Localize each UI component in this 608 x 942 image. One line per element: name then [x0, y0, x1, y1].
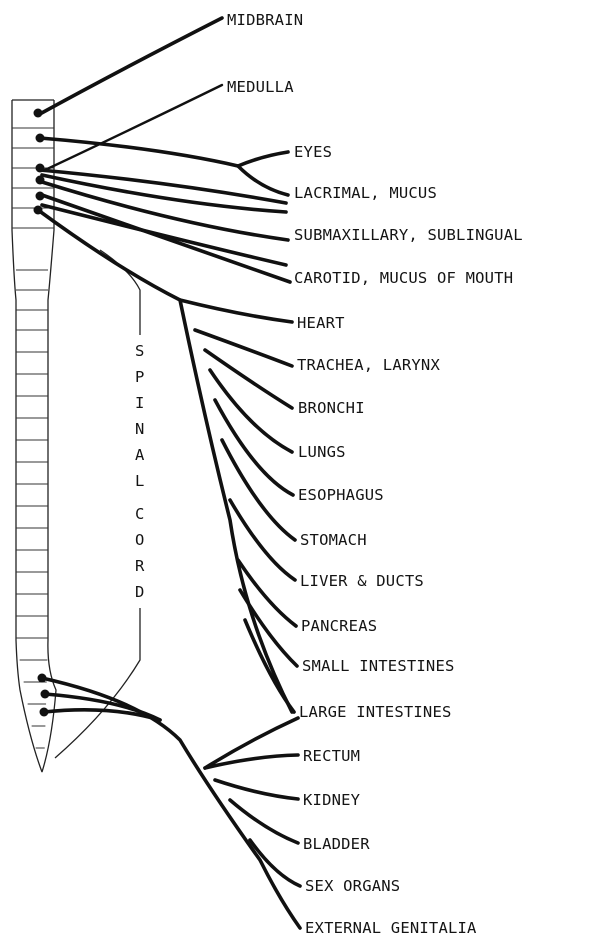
cord-letter: C — [135, 505, 145, 523]
target-heart: HEART — [297, 314, 345, 332]
target-stomach: STOMACH — [300, 531, 367, 549]
cord-letter: L — [135, 472, 145, 490]
target-external-genitalia: EXTERNAL GENITALIA — [305, 919, 477, 937]
nerve-kidney — [215, 780, 298, 799]
nerve-bladder — [230, 800, 298, 843]
target-rectum: RECTUM — [303, 747, 360, 765]
nerve-sex-organs — [250, 840, 300, 886]
nerve-eyes — [40, 138, 288, 166]
target-bronchi: BRONCHI — [298, 399, 365, 417]
nerve-origin-dot — [36, 192, 45, 201]
cord-letter: S — [135, 342, 145, 360]
nerve-submax-2 — [42, 182, 288, 240]
nerve-origin-dot — [40, 708, 49, 717]
nerve-origin-dot — [34, 206, 43, 215]
nerve-sacral-1 — [42, 678, 300, 928]
nerve-heart — [180, 300, 292, 322]
target-esophagus: ESOPHAGUS — [298, 486, 384, 504]
spinal-cord-outline — [12, 100, 56, 772]
target-lacrimal: LACRIMAL, MUCUS — [294, 184, 437, 202]
target-bladder: BLADDER — [303, 835, 370, 853]
nerve-origin-dot — [36, 164, 45, 173]
nerve-fibers — [34, 18, 301, 928]
nerve-origin-dot — [36, 134, 45, 143]
cord-letter: P — [135, 368, 145, 386]
target-kidney: KIDNEY — [303, 791, 361, 809]
cord-leader-upper — [100, 250, 140, 335]
target-submaxillary: SUBMAXILLARY, SUBLINGUAL — [294, 226, 523, 244]
target-eyes: EYES — [294, 143, 332, 161]
cord-letter: A — [135, 446, 145, 464]
cord-letter: I — [135, 394, 145, 412]
label-medulla: MEDULLA — [227, 78, 294, 96]
target-carotid: CAROTID, MUCUS OF MOUTH — [294, 269, 513, 287]
nerve-trachea — [195, 330, 292, 366]
target-small-intestines: SMALL INTESTINES — [302, 657, 455, 675]
target-trachea: TRACHEA, LARYNX — [297, 356, 440, 374]
nerve-origin-dot — [41, 690, 50, 699]
spinal-cord-label: S P I N A L C O R D — [135, 342, 145, 601]
label-midbrain: MIDBRAIN — [227, 11, 303, 29]
nerve-origin-dot — [38, 674, 47, 683]
target-large-intestines: LARGE INTESTINES — [299, 703, 452, 721]
cord-letter: D — [135, 583, 145, 601]
target-liver: LIVER & DUCTS — [300, 572, 424, 590]
target-pancreas: PANCREAS — [301, 617, 377, 635]
target-sex-organs: SEX ORGANS — [305, 877, 400, 895]
nerve-origin-dot — [34, 109, 43, 118]
target-lungs: LUNGS — [298, 443, 346, 461]
cord-letter: R — [135, 557, 145, 575]
cord-letter: O — [135, 531, 145, 549]
nerve-origin-dot — [36, 176, 45, 185]
cord-letter: N — [135, 420, 145, 438]
nerve-midbrain — [38, 18, 222, 115]
nerve-lacrimal — [238, 166, 288, 195]
